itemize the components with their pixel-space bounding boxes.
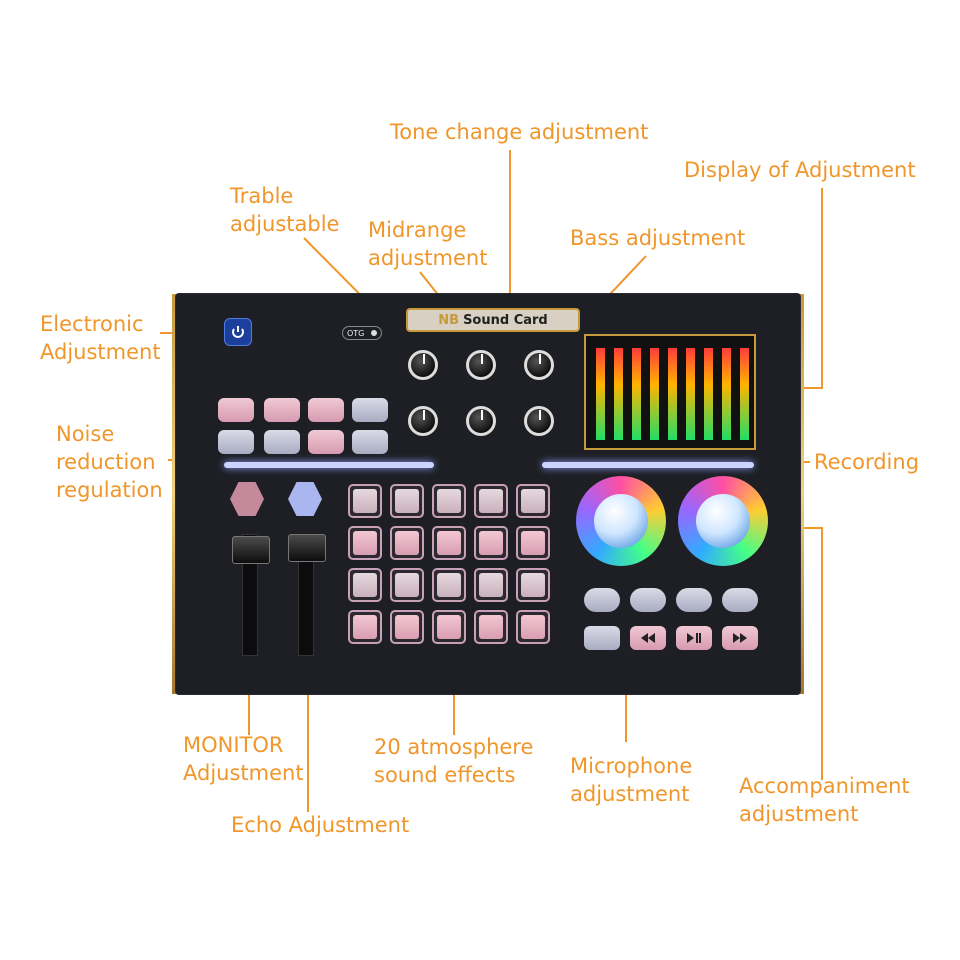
callout-tone-change: Tone change adjustment	[390, 120, 649, 144]
mode-button[interactable]	[308, 430, 344, 454]
effect-pad[interactable]	[432, 526, 466, 560]
mode-button[interactable]	[264, 398, 300, 422]
preset-button[interactable]	[584, 588, 620, 612]
mode-button[interactable]	[308, 398, 344, 422]
callout-atmosphere: 20 atmosphere sound effects	[374, 735, 534, 787]
sound-card-device: NB Sound Card OTG	[176, 294, 800, 694]
noise-reduce-knob[interactable]	[408, 406, 438, 436]
accompaniment-knob[interactable]	[678, 476, 768, 566]
level-bar	[650, 348, 659, 440]
effect-pad[interactable]	[516, 610, 550, 644]
callout-recording: Recording	[814, 450, 920, 474]
callout-echo: Echo Adjustment	[231, 813, 410, 837]
effect-pad[interactable]	[348, 610, 382, 644]
effect-pad[interactable]	[348, 568, 382, 602]
treble-knob[interactable]	[408, 350, 438, 380]
effect-pad[interactable]	[474, 568, 508, 602]
mode-button[interactable]	[218, 398, 254, 422]
level-bar	[740, 348, 749, 440]
effect-pad[interactable]	[348, 526, 382, 560]
effect-pad[interactable]	[474, 610, 508, 644]
fast-forward-icon	[733, 633, 747, 643]
device-name: Sound Card	[463, 312, 548, 328]
effect-pad[interactable]	[516, 568, 550, 602]
preset-button[interactable]	[676, 588, 712, 612]
effect-pad[interactable]	[516, 484, 550, 518]
level-bar	[686, 348, 695, 440]
effect-pad[interactable]	[474, 526, 508, 560]
led-strip-right	[542, 462, 754, 468]
monitor-fader[interactable]	[232, 536, 270, 564]
otg-toggle-dot	[371, 330, 377, 336]
effect-pad[interactable]	[474, 484, 508, 518]
effect-pad[interactable]	[432, 610, 466, 644]
level-bar	[704, 348, 713, 440]
bass-knob[interactable]	[524, 350, 554, 380]
effect-pad[interactable]	[390, 526, 424, 560]
callout-noise: Noise reduction regulation	[56, 422, 163, 502]
host-button[interactable]	[584, 626, 620, 650]
effect-pad[interactable]	[432, 568, 466, 602]
mode-button[interactable]	[264, 430, 300, 454]
mode-button[interactable]	[352, 398, 388, 422]
level-bar	[614, 348, 623, 440]
record-knob[interactable]	[524, 406, 554, 436]
voice-change-knob[interactable]	[466, 406, 496, 436]
level-display	[584, 334, 756, 450]
level-bar	[722, 348, 731, 440]
mute-light-button[interactable]	[288, 482, 322, 516]
fast-forward-button[interactable]	[722, 626, 758, 650]
midrange-knob[interactable]	[466, 350, 496, 380]
callout-treble: Trable adjustable	[230, 184, 340, 236]
level-bar	[596, 348, 605, 440]
callout-bass: Bass adjustment	[570, 226, 746, 250]
led-strip-left	[224, 462, 434, 468]
preset-button[interactable]	[630, 588, 666, 612]
level-bar	[668, 348, 677, 440]
rewind-icon	[641, 633, 655, 643]
effect-pad[interactable]	[516, 526, 550, 560]
power-icon	[232, 326, 244, 338]
microphone-knob[interactable]	[576, 476, 666, 566]
callout-display: Display of Adjustment	[684, 158, 916, 182]
mode-button[interactable]	[352, 430, 388, 454]
phantom-48v-button[interactable]	[230, 482, 264, 516]
otg-label: OTG	[347, 328, 365, 338]
power-button[interactable]	[224, 318, 252, 346]
callout-electronic: Electronic Adjustment	[40, 312, 161, 364]
effect-pad[interactable]	[432, 484, 466, 518]
mode-button[interactable]	[218, 430, 254, 454]
play-pause-button[interactable]	[676, 626, 712, 650]
monitor-fader-track	[242, 534, 258, 656]
callout-monitor: MONITOR Adjustment	[183, 733, 304, 785]
device-rail-right	[796, 294, 804, 694]
callout-microphone: Microphone adjustment	[570, 754, 693, 806]
play-pause-icon	[687, 633, 701, 643]
preset-button[interactable]	[722, 588, 758, 612]
level-bar	[632, 348, 641, 440]
brand-logo: NB	[438, 312, 460, 328]
otg-switch[interactable]: OTG	[342, 326, 382, 340]
callout-accompaniment: Accompaniment adjustment	[739, 774, 910, 826]
rewind-button[interactable]	[630, 626, 666, 650]
effect-pad[interactable]	[348, 484, 382, 518]
effect-pad[interactable]	[390, 610, 424, 644]
effect-pad[interactable]	[390, 484, 424, 518]
callout-midrange: Midrange adjustment	[368, 218, 488, 270]
effect-pad[interactable]	[390, 568, 424, 602]
echo-fader[interactable]	[288, 534, 326, 562]
device-title-plate: NB Sound Card	[406, 308, 580, 332]
